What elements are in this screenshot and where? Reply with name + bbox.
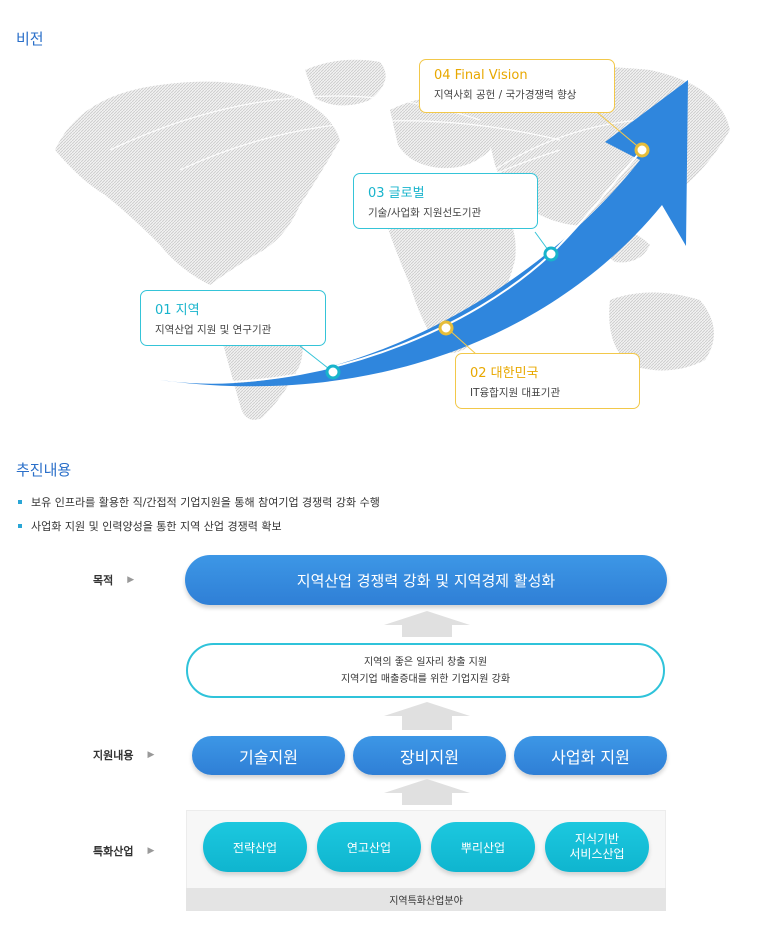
callout-desc: IT융합지원 대표기관 (470, 387, 561, 399)
support-pill-equipment: 장비지원 (353, 736, 506, 775)
bullet-item: 보유 인프라를 활용한 직/간접적 기업지원을 통해 참여기업 경쟁력 강화 수… (18, 490, 380, 514)
callout-desc: 지역산업 지원 및 연구기관 (155, 324, 272, 336)
callout-title: 02 대한민국 (470, 366, 539, 381)
row-label-goal: 목적 ▶ (93, 572, 134, 588)
industry-pill-strategic: 전략산업 (203, 822, 307, 872)
up-arrow-icon (384, 611, 470, 637)
bullet-text: 보유 인프라를 활용한 직/간접적 기업지원을 통해 참여기업 경쟁력 강화 수… (31, 496, 380, 509)
row-label-text: 지원내용 (93, 749, 134, 762)
growth-arrow (160, 80, 688, 387)
industry-pill-knowledge-service: 지식기반 서비스산업 (545, 822, 649, 872)
callout-global: 03 글로벌 기술/사업화 지원선도기관 (353, 173, 538, 229)
goal-pill: 지역산업 경쟁력 강화 및 지역경제 활성화 (185, 555, 667, 605)
callout-title: 01 지역 (155, 303, 200, 318)
milestone-points (325, 142, 650, 380)
strategy-line-2: 지역기업 매출증대를 위한 기업지원 강화 (340, 673, 511, 685)
callout-desc: 지역사회 공헌 / 국가경쟁력 향상 (434, 89, 577, 101)
industry-pill-root: 뿌리산업 (431, 822, 535, 872)
callout-title: 03 글로벌 (368, 186, 425, 201)
callout-region: 01 지역 지역산업 지원 및 연구기관 (140, 290, 326, 346)
arrow-path-line (204, 149, 643, 384)
up-arrow-icon (384, 702, 470, 730)
bullet-item: 사업화 지원 및 인력양성을 통한 지역 산업 경쟁력 확보 (18, 514, 380, 538)
vision-title: 비전 (16, 30, 44, 48)
callout-desc: 기술/사업화 지원선도기관 (368, 207, 482, 219)
row-label-industry: 특화산업 ▶ (93, 843, 154, 859)
row-label-text: 목적 (93, 574, 114, 587)
chevron-right-icon: ▶ (147, 846, 155, 856)
vision-map-graphic (55, 59, 730, 420)
chevron-right-icon: ▶ (127, 575, 135, 585)
support-pill-business: 사업화 지원 (514, 736, 667, 775)
chevron-right-icon: ▶ (147, 750, 155, 760)
promotion-bullet-list: 보유 인프라를 활용한 직/간접적 기업지원을 통해 참여기업 경쟁력 강화 수… (18, 490, 380, 538)
industry-caption: 지역특화산업분야 (186, 888, 666, 911)
bullet-marker (18, 524, 22, 528)
callout-final-vision: 04 Final Vision 지역사회 공헌 / 국가경쟁력 향상 (419, 59, 615, 113)
bullet-marker (18, 500, 22, 504)
promotion-title: 추진내용 (16, 461, 72, 479)
row-label-support: 지원내용 ▶ (93, 747, 154, 763)
support-pill-tech: 기술지원 (192, 736, 345, 775)
callout-title: 04 Final Vision (434, 68, 528, 83)
callout-korea: 02 대한민국 IT융합지원 대표기관 (455, 353, 640, 409)
industry-pill-traditional: 연고산업 (317, 822, 421, 872)
bullet-text: 사업화 지원 및 인력양성을 통한 지역 산업 경쟁력 확보 (31, 520, 282, 533)
up-arrow-icon (384, 779, 470, 805)
strategy-line-1: 지역의 좋은 일자리 창출 지원 (363, 656, 488, 668)
strategy-box: 지역의 좋은 일자리 창출 지원 지역기업 매출증대를 위한 기업지원 강화 (186, 643, 665, 698)
row-label-text: 특화산업 (93, 845, 134, 858)
